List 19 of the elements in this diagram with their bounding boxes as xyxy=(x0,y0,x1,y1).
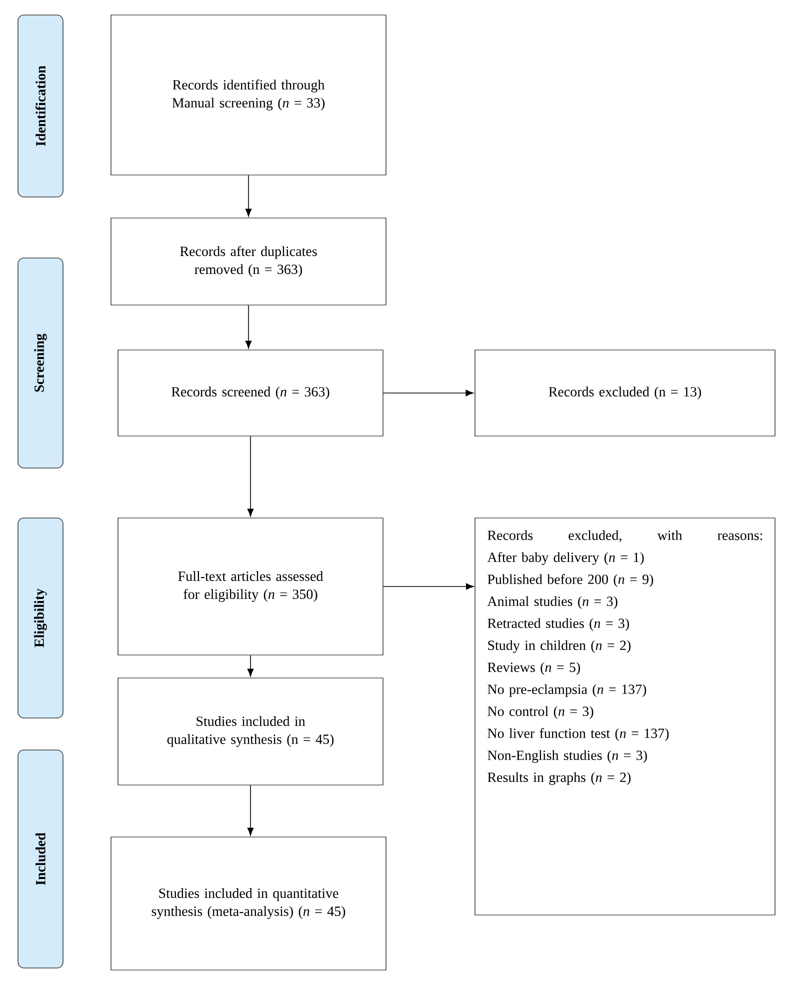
arrow xyxy=(247,784,254,836)
arrow xyxy=(245,304,252,349)
exclusion-box: Records excluded, with reasons: After baby delivery (n = 1) Published before 200 (n = 9) Animal studies (n = 3) Retracted studies (n = 3) Study in children (n = 2) Reviews (n = 5) No pre-eclampsia (n = 137) No control (n = 3) No liver function test (n = 137) Non-English studies (n = 3) Results in graphs (n = 2) xyxy=(474,518,776,916)
process-box: Records after duplicates removed (n = 363) xyxy=(110,218,386,306)
stage-tab: Included xyxy=(18,750,64,968)
arrow xyxy=(247,654,254,677)
process-box: Studies included in qualitative synthesis (n = 45) xyxy=(118,678,384,786)
arrow xyxy=(247,436,254,517)
stage-tab: Identification xyxy=(18,14,64,198)
arrow xyxy=(382,583,474,590)
stage-tab: Screening xyxy=(18,258,64,468)
process-box: Full-text articles assessed for eligibility (n = 350) xyxy=(118,518,384,656)
process-box: Records excluded (n = 13) xyxy=(474,350,776,436)
process-box: Records identified through Manual screening (n = 33) xyxy=(110,14,386,176)
process-box: Studies included in quantitative synthesis (meta-analysis) (n = 45) xyxy=(110,836,386,970)
stage-tab: Eligibility xyxy=(18,518,64,718)
arrow xyxy=(382,390,474,396)
arrow xyxy=(245,174,252,217)
process-box: Records screened (n = 363) xyxy=(118,350,384,436)
